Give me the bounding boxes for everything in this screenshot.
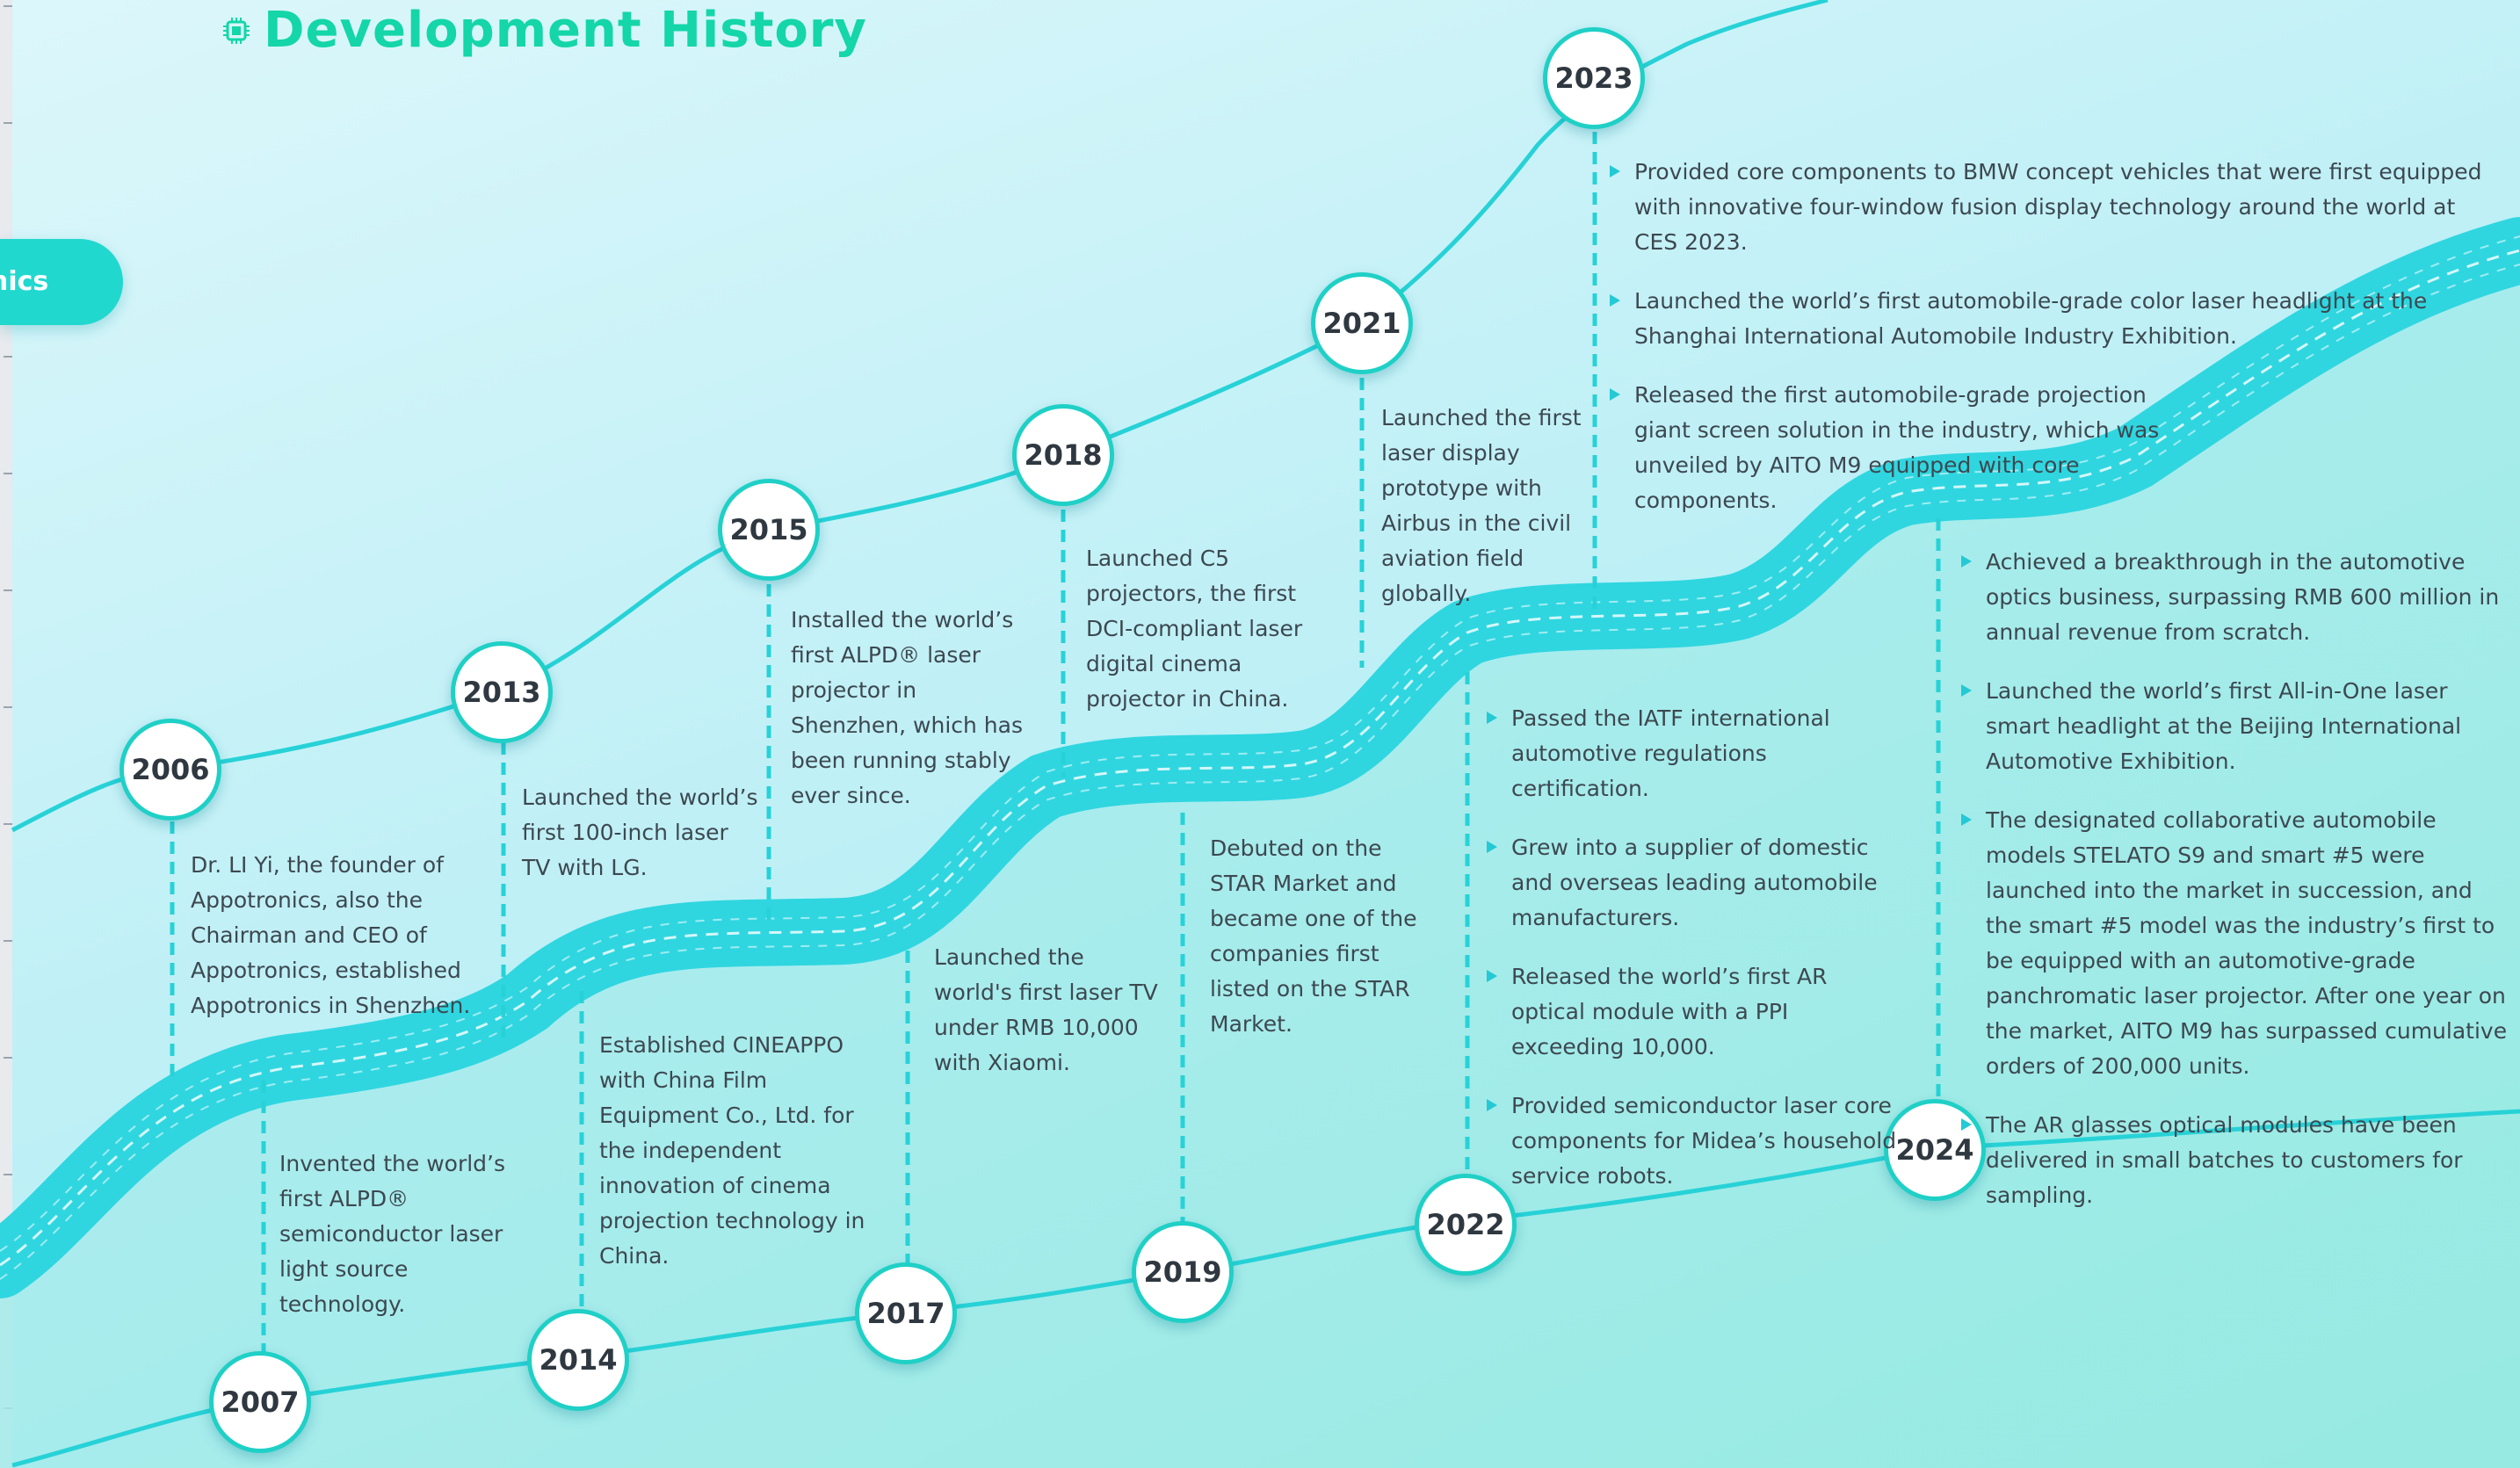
year-marker-2018[interactable]: 2018: [1012, 404, 1114, 506]
year-marker-2017[interactable]: 2017: [855, 1262, 957, 1364]
rail-tick: [4, 356, 12, 358]
year-marker-2024[interactable]: 2024: [1884, 1099, 1986, 1201]
list-item: Provided semiconductor laser core compon…: [1485, 1088, 1898, 1194]
list-item: Launched the world’s first All-in-One la…: [1959, 674, 2509, 779]
rail-tick: [4, 706, 12, 708]
event-text-2006: Dr. LI Yi, the founder of Appotronics, a…: [191, 852, 471, 1018]
year-marker-2007[interactable]: 2007: [209, 1351, 311, 1453]
event-text-2007: Invented the world’s first ALPD® semicon…: [279, 1151, 506, 1317]
side-tab-appotronics[interactable]: nics: [0, 239, 123, 325]
year-marker-2023[interactable]: 2023: [1543, 27, 1645, 129]
rail-tick: [4, 5, 12, 7]
year-marker-2013[interactable]: 2013: [451, 641, 553, 743]
event-text-2021: Launched the first laser display prototy…: [1381, 405, 1582, 606]
year-marker-2021[interactable]: 2021: [1311, 272, 1413, 374]
rail-tick: [4, 122, 12, 124]
year-marker-2019[interactable]: 2019: [1132, 1221, 1234, 1323]
rail-tick: [4, 1057, 12, 1059]
list-item: Released the first automobile-grade proj…: [1608, 378, 2162, 518]
rail-tick: [4, 589, 12, 591]
list-item: The designated collaborative automobile …: [1959, 803, 2509, 1084]
event-text-2013: Launched the world’s first 100-inch lase…: [522, 785, 758, 880]
event-list-2024: Achieved a breakthrough in the automotiv…: [1959, 545, 2509, 1237]
chip-icon: [223, 17, 250, 44]
year-marker-2015[interactable]: 2015: [718, 479, 820, 581]
event-list-2022: Passed the IATF international automotive…: [1485, 701, 1898, 1218]
list-item: Released the world’s first AR optical mo…: [1485, 959, 1898, 1065]
connector-lines: [170, 132, 1941, 1353]
list-item: Achieved a breakthrough in the automotiv…: [1959, 545, 2509, 650]
rail-tick: [4, 940, 12, 942]
year-marker-2006[interactable]: 2006: [119, 719, 221, 821]
event-text-2018: Launched C5 projectors, the first DCI-co…: [1086, 546, 1303, 712]
left-scroll-rail: [0, 0, 12, 1468]
page-title-text: Development History: [264, 2, 867, 59]
list-item: Passed the IATF international automotive…: [1485, 701, 1898, 806]
event-text-2017: Launched the world's first laser TV unde…: [934, 944, 1158, 1075]
list-item: Launched the world’s first automobile-gr…: [1608, 284, 2487, 354]
rail-tick: [4, 473, 12, 474]
rail-tick: [4, 1174, 12, 1175]
event-text-2019: Debuted on the STAR Market and became on…: [1210, 835, 1417, 1037]
event-text-2014: Established CINEAPPO with China Film Equ…: [599, 1032, 865, 1269]
page-title: Development History: [221, 2, 867, 59]
list-item: Grew into a supplier of domestic and ove…: [1485, 830, 1898, 936]
event-list-2023: Provided core components to BMW concept …: [1608, 155, 2487, 542]
year-marker-2022[interactable]: 2022: [1415, 1174, 1517, 1276]
list-item: Provided core components to BMW concept …: [1608, 155, 2487, 260]
highway-lanes: [0, 249, 2520, 1267]
rail-tick: [4, 823, 12, 825]
year-marker-2014[interactable]: 2014: [527, 1309, 629, 1411]
event-text-2015: Installed the world’s first ALPD® laser …: [791, 607, 1023, 808]
side-tab-label: nics: [0, 266, 49, 297]
list-item: The AR glasses optical modules have been…: [1959, 1108, 2509, 1213]
